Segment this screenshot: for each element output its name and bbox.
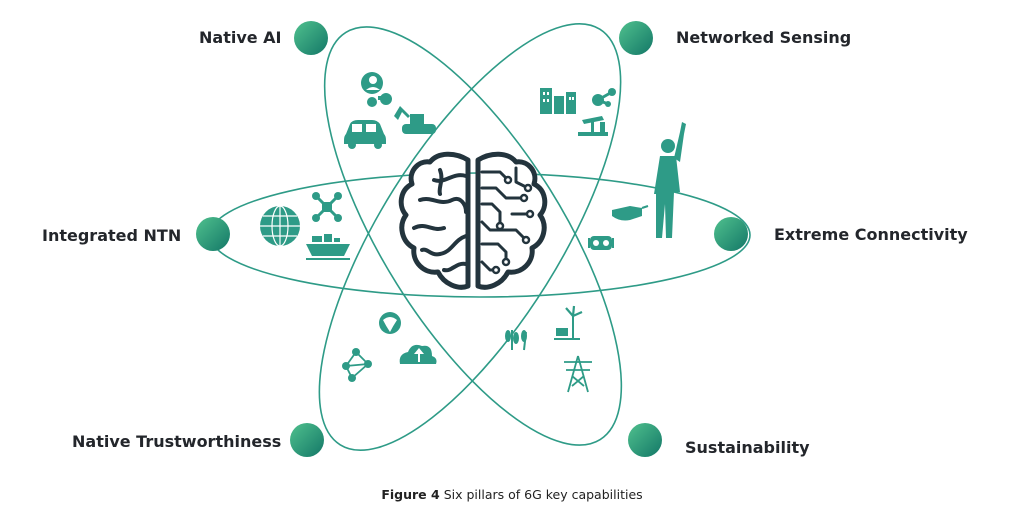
- label-native-ai: Native AI: [199, 28, 282, 47]
- ship-icon: [306, 234, 350, 260]
- human-figure-icon: [654, 122, 686, 238]
- node-integrated-ntn: [196, 217, 230, 251]
- cloud-upload-icon: [399, 344, 437, 364]
- brain-icon: [398, 151, 548, 290]
- oil-pump-icon: [578, 116, 608, 136]
- car-icon: [344, 120, 386, 149]
- vr-headset-icon: [588, 236, 614, 250]
- wheat-icon: [505, 330, 527, 351]
- figure-number: Figure 4: [381, 487, 440, 502]
- figure-caption: Figure 4 Six pillars of 6G key capabilit…: [0, 487, 1024, 502]
- native-ai-icons: [344, 72, 436, 149]
- pillar-nodes: [196, 21, 748, 457]
- node-networked-sensing: [619, 21, 653, 55]
- node-extreme-connectivity: [714, 217, 748, 251]
- orbit-ai-sustainability: [323, 26, 623, 446]
- molecule-icon: [592, 88, 616, 107]
- node-native-ai: [294, 21, 328, 55]
- user-network-icon: [361, 72, 392, 107]
- extreme-connectivity-icons: [588, 122, 686, 250]
- drone-icon: [312, 192, 342, 222]
- sustainability-icons: [505, 305, 592, 393]
- label-networked-sensing: Networked Sensing: [676, 28, 852, 47]
- label-integrated-ntn: Integrated NTN: [42, 226, 182, 245]
- native-trustworthiness-icons: [342, 312, 437, 382]
- label-native-trustworthiness: Native Trustworthiness: [72, 432, 282, 451]
- node-sustainability: [628, 423, 662, 457]
- excavator-icon: [394, 106, 436, 134]
- globe-grid-icon: [260, 205, 300, 247]
- power-tower-icon: [564, 355, 592, 393]
- mesh-network-icon: [342, 348, 372, 382]
- orbit-sensing-trust: [318, 23, 622, 451]
- label-sustainability: Sustainability: [685, 438, 810, 457]
- label-extreme-connectivity: Extreme Connectivity: [774, 225, 968, 244]
- buildings-icon: [540, 88, 576, 114]
- smart-glasses-icon: [612, 205, 649, 221]
- wind-turbine-icon: [554, 305, 583, 340]
- shield-globe-icon: [379, 312, 401, 334]
- networked-sensing-icons: [540, 88, 616, 136]
- integrated-ntn-icons: [260, 192, 350, 260]
- figure-caption-text: Six pillars of 6G key capabilities: [443, 487, 643, 502]
- node-native-trustworthiness: [290, 423, 324, 457]
